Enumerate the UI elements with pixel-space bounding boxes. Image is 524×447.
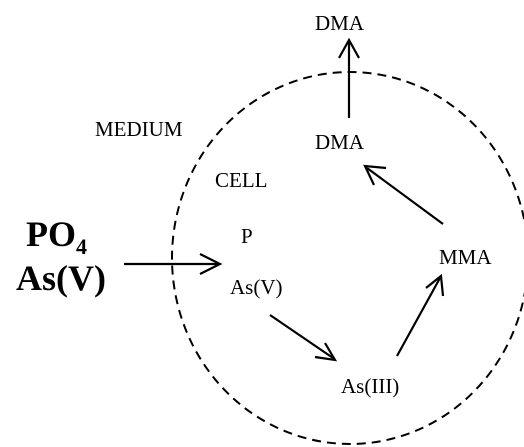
label-dma-cell: DMA xyxy=(315,130,365,154)
label-arsenite: As(III) xyxy=(341,374,399,398)
arrow-mma-to-dma xyxy=(363,164,444,225)
label-arsenate-outside: As(V) xyxy=(16,258,106,298)
label-dma-top: DMA xyxy=(315,11,365,35)
label-mma: MMA xyxy=(439,245,492,269)
arrow-dma-excretion xyxy=(338,37,360,118)
arrow-uptake xyxy=(124,253,223,275)
label-phosphorus-inside: P xyxy=(241,224,253,248)
label-arsenate-inside: As(V) xyxy=(230,275,283,299)
label-medium: MEDIUM xyxy=(95,117,183,141)
label-cell: CELL xyxy=(215,168,268,192)
label-phosphate-subscript: 4 xyxy=(76,234,87,259)
arrow-arsenate-to-arsenite xyxy=(269,314,338,362)
label-phosphate-main: PO xyxy=(26,214,76,254)
label-phosphate: PO4 xyxy=(26,214,87,259)
arrow-arsenite-to-mma xyxy=(396,273,445,357)
